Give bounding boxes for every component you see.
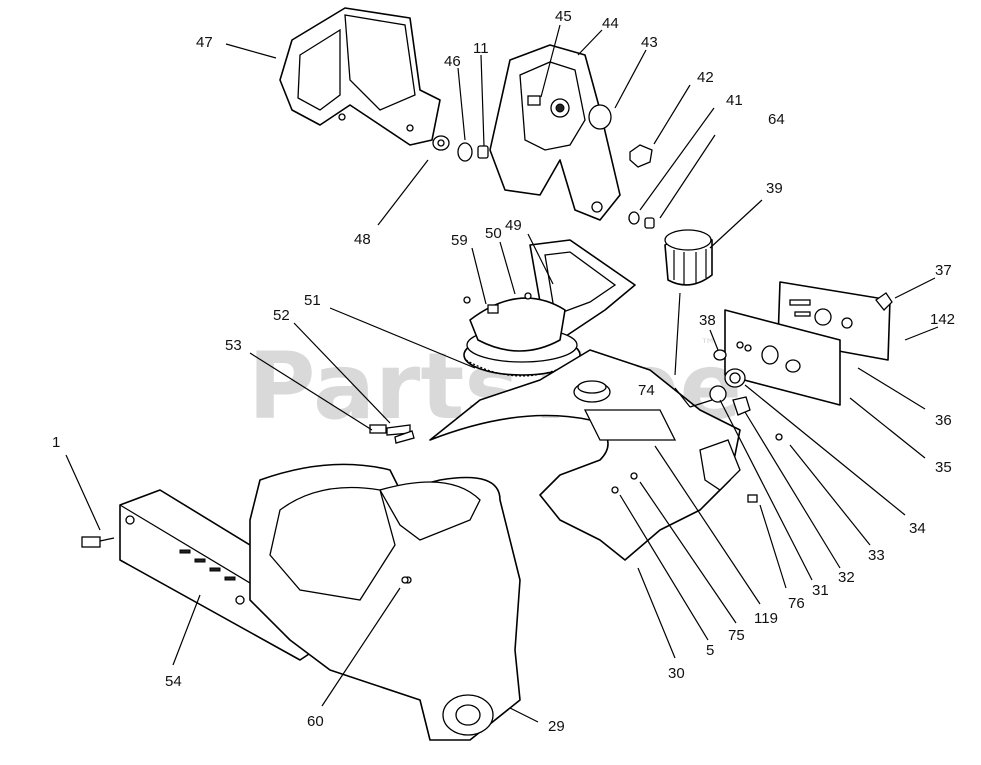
part-33-screw[interactable] (775, 433, 783, 441)
part-38-switch[interactable] (713, 349, 746, 388)
callout-11[interactable]: 11 (473, 40, 489, 57)
part-37-key[interactable] (875, 292, 893, 311)
callout-50[interactable]: 50 (485, 225, 502, 242)
part-52-53-fasteners[interactable] (369, 424, 415, 444)
callout-60[interactable]: 60 (307, 713, 324, 730)
callout-36[interactable]: 36 (935, 412, 952, 429)
part-5-screw[interactable] (611, 486, 619, 494)
part-48-washer[interactable] (437, 139, 445, 147)
callout-142[interactable]: 142 (930, 311, 955, 328)
callout-34[interactable]: 34 (909, 520, 926, 537)
callout-33[interactable]: 33 (868, 547, 885, 564)
part-36-control-panel[interactable] (724, 309, 841, 406)
part-45-bolt[interactable] (527, 95, 541, 106)
leader-lines (65, 24, 939, 723)
callout-59[interactable]: 59 (451, 232, 468, 249)
callout-37[interactable]: 37 (935, 262, 952, 279)
part-59-bolt[interactable] (463, 292, 532, 314)
part-47-chute-deflector[interactable] (279, 7, 441, 146)
part-46-washer[interactable] (432, 135, 473, 162)
part-60-screw[interactable] (401, 576, 409, 584)
callout-43[interactable]: 43 (641, 34, 658, 51)
callout-5[interactable]: 5 (706, 642, 714, 659)
callout-29[interactable]: 29 (548, 718, 565, 735)
part-75-screw[interactable] (630, 472, 638, 480)
callout-64[interactable]: 64 (768, 111, 785, 128)
callout-39[interactable]: 39 (766, 180, 783, 197)
part-11-nut[interactable] (477, 145, 489, 159)
callout-labels: 47 46 11 48 45 44 43 42 41 64 39 59 50 4… (52, 8, 955, 735)
callout-31[interactable]: 31 (812, 582, 829, 599)
part-39-fuel-cap[interactable] (664, 229, 713, 286)
part-1-bolt[interactable] (81, 536, 115, 548)
part-76-screw[interactable] (747, 494, 758, 503)
part-41-washer[interactable] (628, 211, 640, 225)
part-29-housing-body[interactable] (249, 463, 521, 741)
callout-74[interactable]: 74 (638, 382, 655, 399)
callout-53[interactable]: 53 (225, 337, 242, 354)
callout-38[interactable]: 38 (699, 312, 716, 329)
callout-45[interactable]: 45 (555, 8, 572, 25)
callout-54[interactable]: 54 (165, 673, 182, 690)
callout-30[interactable]: 30 (668, 665, 685, 682)
callout-76[interactable]: 76 (788, 595, 805, 612)
watermark-trademark: ™ (700, 335, 716, 354)
callout-44[interactable]: 44 (602, 15, 619, 32)
part-74-pin[interactable] (689, 385, 727, 408)
callout-47[interactable]: 47 (196, 34, 213, 51)
part-43-washer[interactable] (588, 104, 612, 130)
callout-75[interactable]: 75 (728, 627, 745, 644)
part-64-nut[interactable] (644, 217, 655, 229)
part-50-chute-collar[interactable] (469, 297, 566, 352)
callout-48[interactable]: 48 (354, 231, 371, 248)
callout-52[interactable]: 52 (273, 307, 290, 324)
callout-41[interactable]: 41 (726, 92, 743, 109)
part-30-auger-housing[interactable] (429, 349, 741, 561)
callout-46[interactable]: 46 (444, 53, 461, 70)
callout-49[interactable]: 49 (505, 217, 522, 234)
callout-119[interactable]: 119 (754, 610, 778, 627)
callout-42[interactable]: 42 (697, 69, 714, 86)
callout-32[interactable]: 32 (838, 569, 855, 586)
part-32-knob[interactable] (732, 396, 751, 416)
part-44-chute-bracket[interactable] (489, 44, 621, 221)
callout-35[interactable]: 35 (935, 459, 952, 476)
callout-51[interactable]: 51 (304, 292, 321, 309)
callout-1[interactable]: 1 (52, 434, 60, 451)
part-42-knob[interactable] (629, 144, 653, 168)
